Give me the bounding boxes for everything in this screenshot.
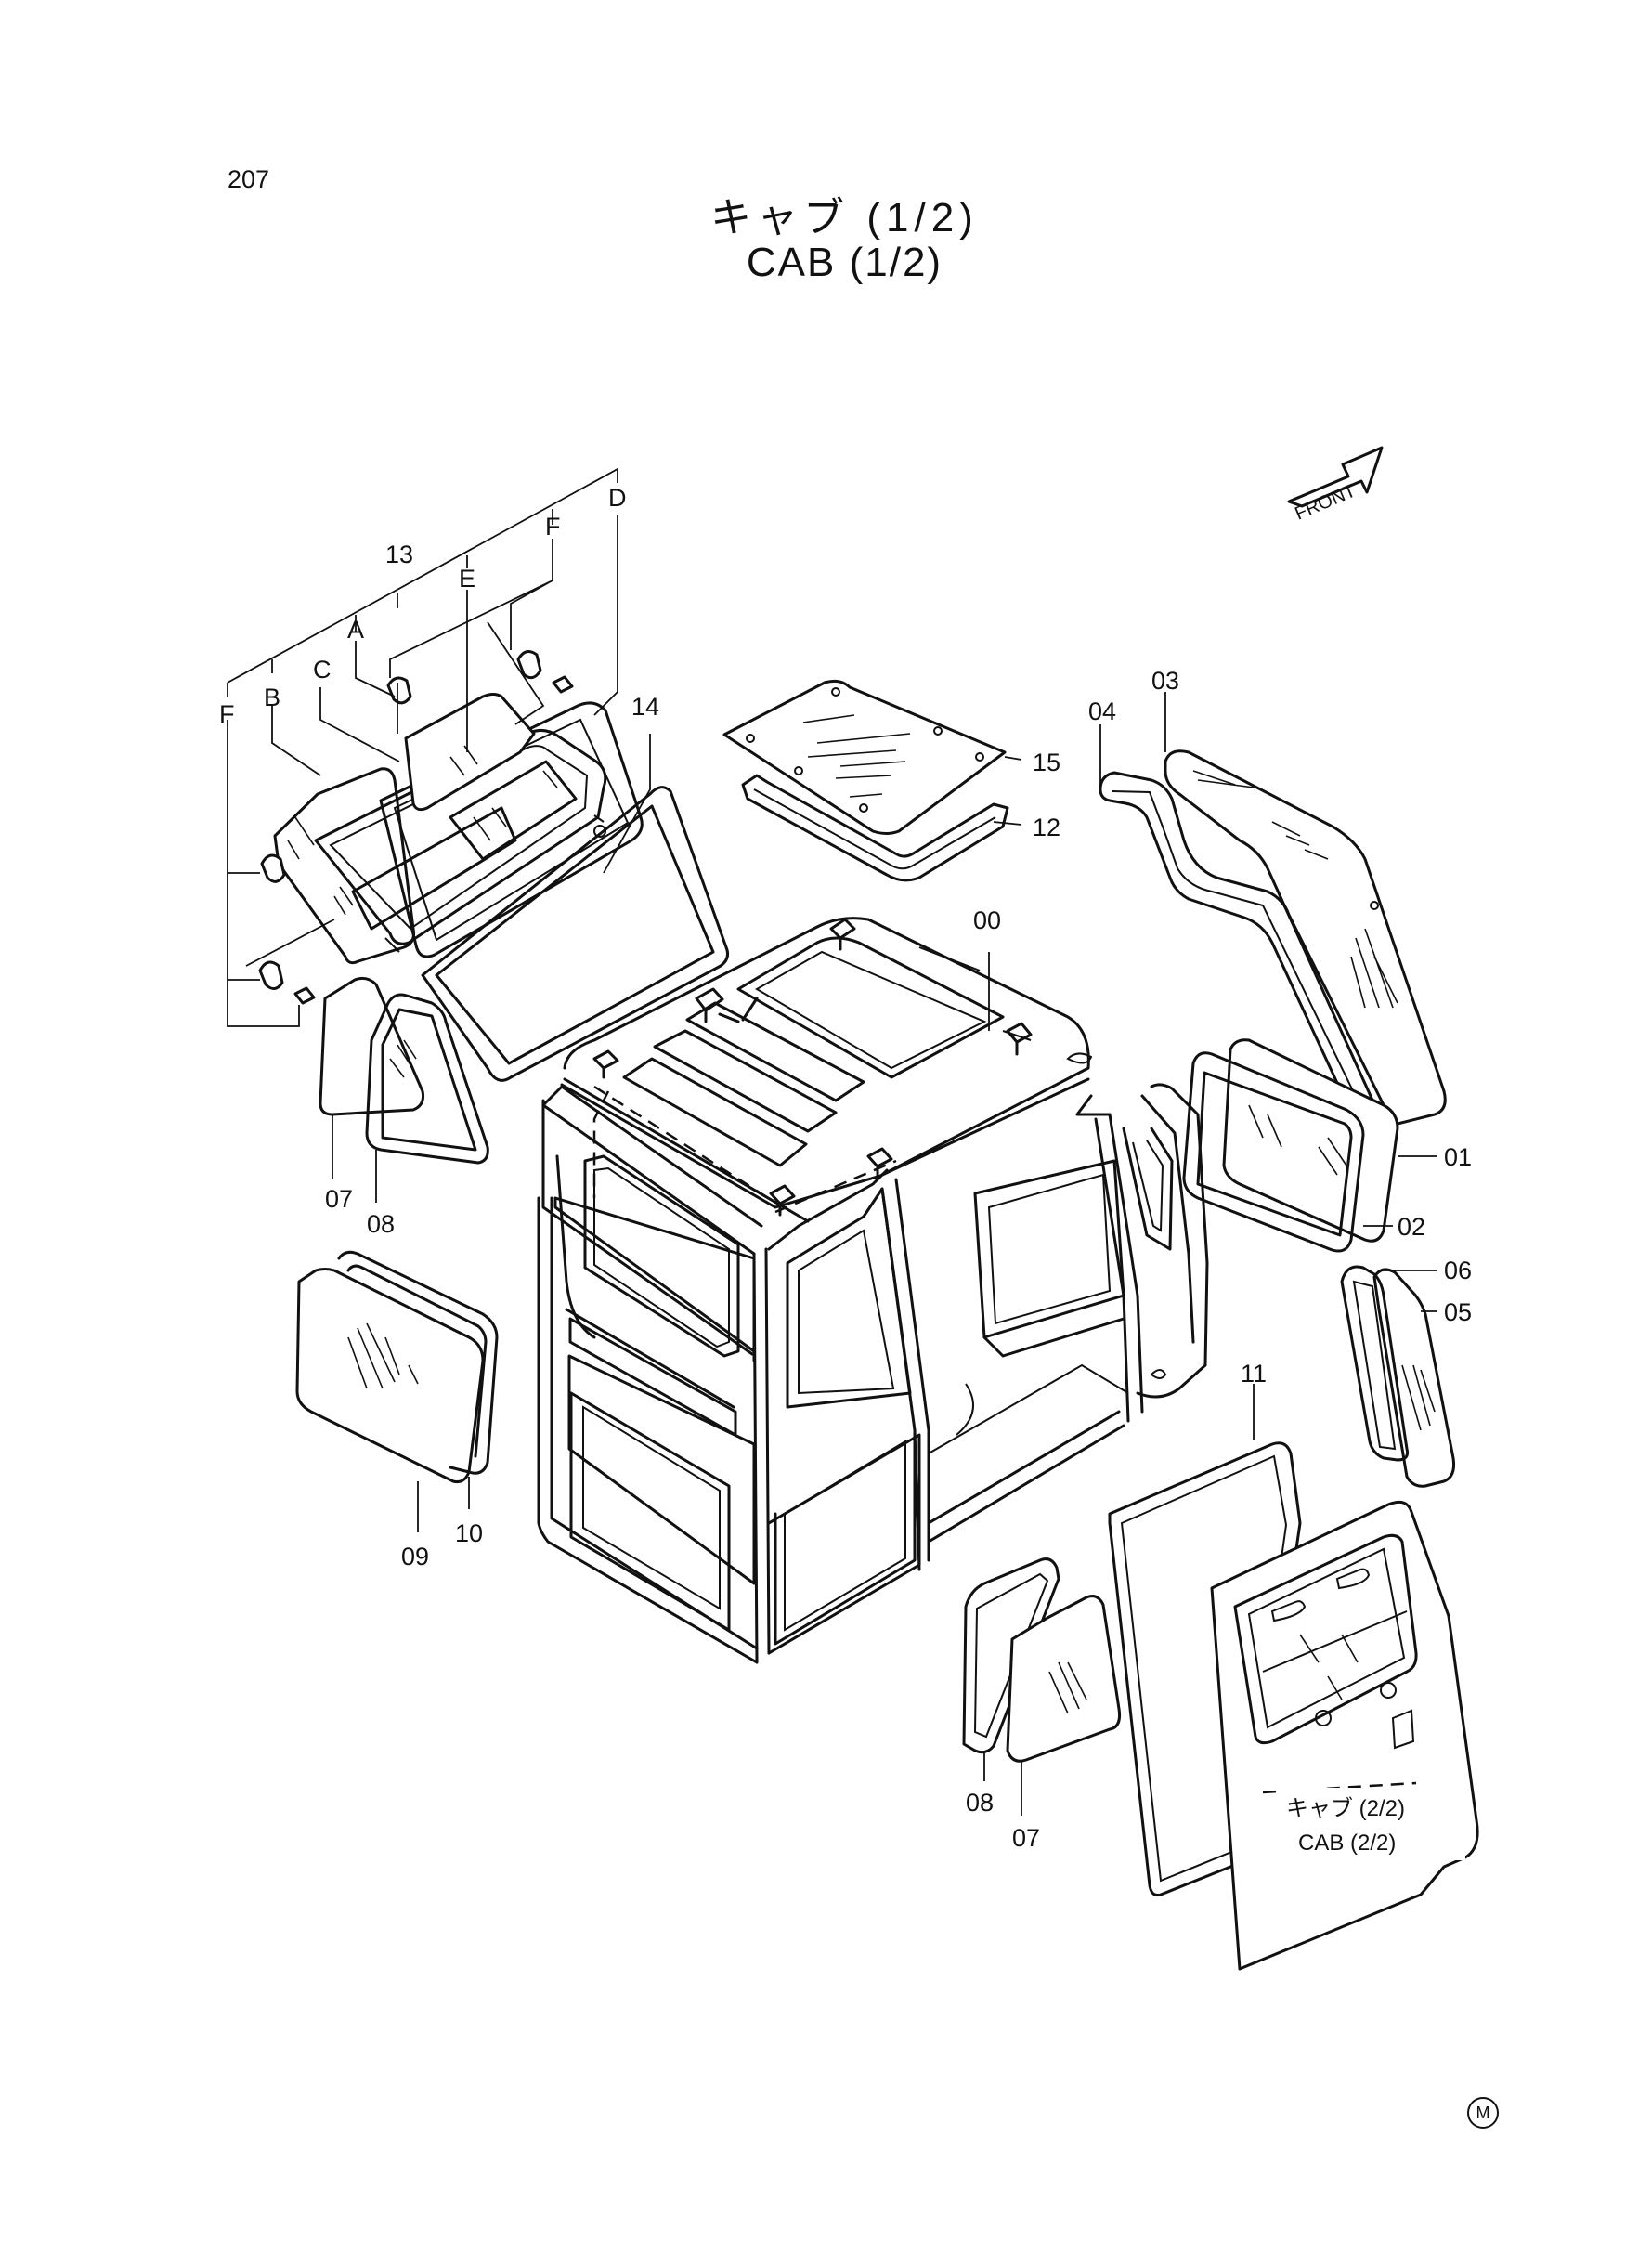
callout-11: 11 xyxy=(1241,1360,1267,1388)
callout-07-left: 07 xyxy=(325,1185,353,1213)
lower-front-seal-part-02 xyxy=(1182,1051,1365,1253)
callout-06: 06 xyxy=(1444,1257,1472,1284)
callout-B: B xyxy=(264,684,280,711)
cab-door-reference-outline xyxy=(1210,1500,1479,1971)
side-small-glass-part-05 xyxy=(1372,1268,1455,1488)
callout-08-left: 08 xyxy=(367,1210,395,1238)
callout-07-right: 07 xyxy=(1012,1824,1040,1852)
continuation-note-english: CAB (2/2) xyxy=(1298,1831,1396,1856)
callout-A: A xyxy=(347,616,364,644)
callout-02: 02 xyxy=(1398,1213,1425,1241)
callout-01: 01 xyxy=(1444,1143,1472,1171)
side-glass-seal-part-10 xyxy=(337,1250,499,1475)
callout-05: 05 xyxy=(1444,1298,1472,1326)
side-glass-seal-part-08-left xyxy=(365,993,489,1165)
callout-03: 03 xyxy=(1151,667,1179,695)
page-number: 207 xyxy=(228,165,270,193)
callout-labels: 13 14 15 12 00 04 03 01 02 06 05 07 08 0… xyxy=(219,484,1472,1852)
callout-E: E xyxy=(459,565,475,593)
side-small-seal-part-06 xyxy=(1340,1265,1409,1462)
callout-D: D xyxy=(608,484,627,512)
roof-hatch-seal-part-12 xyxy=(741,774,1009,882)
part-13-bracket-leaders xyxy=(227,467,618,1027)
side-small-glass-part-07-right xyxy=(1006,1595,1121,1763)
page-title-japanese: キャブ (1/2) xyxy=(710,195,979,241)
callout-15: 15 xyxy=(1033,749,1060,776)
roof-hatch-glass-part-15 xyxy=(722,679,1007,835)
side-glass-part-09 xyxy=(295,1268,485,1483)
callout-F-lower: F xyxy=(219,700,235,728)
callout-F-upper: F xyxy=(545,513,561,541)
page-title-english: CAB (1/2) xyxy=(746,240,943,285)
window-assembly-part-13 xyxy=(258,649,644,1005)
lower-front-glass-part-01 xyxy=(1222,1038,1399,1243)
callout-13: 13 xyxy=(385,541,413,568)
callout-C: C xyxy=(313,656,332,684)
manufacturer-mark-icon: M xyxy=(1467,2097,1499,2129)
callout-09: 09 xyxy=(401,1543,429,1570)
callout-14: 14 xyxy=(631,693,659,721)
callout-leader-lines xyxy=(332,683,1437,1816)
callout-12: 12 xyxy=(1033,814,1060,841)
callout-10: 10 xyxy=(455,1519,483,1547)
callout-00: 00 xyxy=(973,906,1001,934)
front-direction-arrow: FRONT xyxy=(1287,446,1384,525)
cab-body-part-00 xyxy=(537,917,1209,1664)
continuation-note-japanese: キャブ (2/2) xyxy=(1286,1796,1405,1821)
callout-04: 04 xyxy=(1088,697,1116,725)
rear-window-seal-part-14 xyxy=(421,786,729,1082)
callout-08-right: 08 xyxy=(966,1789,994,1817)
cab-continuation-note: キャブ (2/2) CAB (2/2) xyxy=(1280,1788,1465,1860)
